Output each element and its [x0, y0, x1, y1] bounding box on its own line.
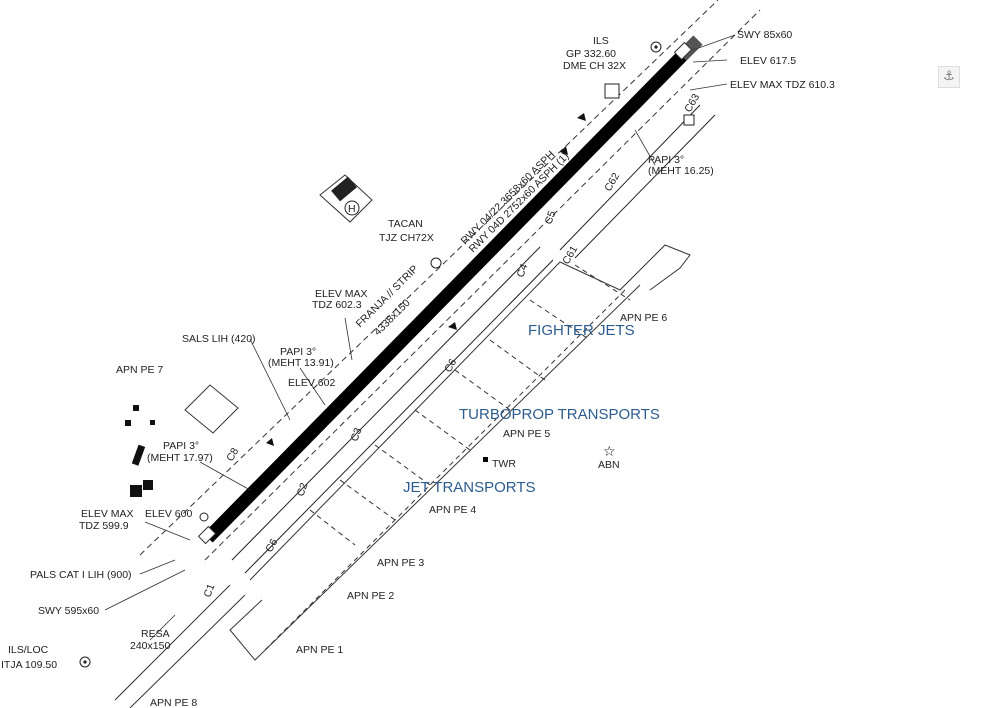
tacan-circle [430, 257, 442, 269]
label-pals: PALS CAT I LIH (900) [30, 569, 132, 581]
apron-dividers [264, 264, 631, 651]
heliport: H [319, 174, 373, 223]
label-c6b: C6 [442, 357, 459, 375]
label-elev-602: ELEV 602 [288, 377, 335, 389]
label-apn-pe8: APN PE 8 [150, 697, 197, 708]
label-papi-right: PAPI 3° [648, 154, 684, 166]
twr-marker [483, 457, 488, 462]
label-resa: RESA [141, 628, 170, 640]
parallel-taxiway [231, 104, 716, 574]
label-elev-max-602-b: TDZ 602.3 [312, 299, 362, 311]
label-dme: DME CH 32X [563, 60, 626, 72]
gp-antenna [604, 83, 620, 99]
label-swy-bottom: SWY 595x60 [38, 605, 99, 617]
label-apn-pe7: APN PE 7 [116, 364, 163, 376]
label-resa-dim: 240x150 [130, 640, 170, 652]
apron-pe7 [184, 384, 239, 434]
label-swy-top: SWY 85x60 [737, 29, 792, 41]
anchor-icon[interactable]: ⚓ [938, 66, 960, 88]
label-apn-pe3: APN PE 3 [377, 557, 424, 569]
label-twr: TWR [492, 458, 516, 470]
label-itja: ITJA 109.50 [1, 659, 57, 671]
label-c4: C4 [515, 262, 531, 279]
label-c3: C3 [349, 426, 365, 443]
label-meht-right: (MEHT 16.25) [648, 165, 714, 177]
label-apn-pe1: APN PE 1 [296, 644, 343, 656]
label-elev-600: ELEV 600 [145, 508, 192, 520]
elev-circle [199, 512, 209, 522]
label-papi-left: PAPI 3° [163, 440, 199, 452]
label-tacan: TACAN [388, 218, 423, 230]
label-apn-pe2: APN PE 2 [347, 590, 394, 602]
runway-strip [139, 0, 761, 561]
runway [203, 51, 687, 543]
label-apn-pe5: APN PE 5 [503, 428, 550, 440]
label-fighter: FIGHTER JETS [528, 322, 635, 339]
label-c2: C2 [295, 481, 311, 498]
apron-outline [229, 244, 691, 661]
label-c62: C62 [602, 171, 622, 194]
label-c8: C8 [224, 446, 241, 464]
label-abn: ABN [598, 459, 620, 471]
label-meht-left: (MEHT 17.97) [147, 452, 213, 464]
label-elev-max-599-b: TDZ 599.9 [79, 520, 129, 532]
label-c5: C5 [543, 209, 559, 226]
access-road [114, 584, 246, 708]
stopway-bottom [197, 525, 217, 545]
label-rwy-04d: RWY 04D 2752x60 ASPH (1) [467, 150, 572, 255]
label-sals: SALS LIH (420) [182, 333, 256, 345]
label-gp: GP 332.60 [566, 48, 616, 60]
label-tjz: TJZ CH72X [379, 232, 434, 244]
label-c6a: C6 [263, 537, 280, 555]
label-papi-mid: PAPI 3° [280, 346, 316, 358]
label-elev-max-610: ELEV MAX TDZ 610.3 [730, 79, 835, 91]
label-apn-pe6: APN PE 6 [620, 312, 667, 324]
taxiway-labels: C1 C2 C3 C4 C5 C6 C6 C8 C61 C62 C63 [202, 92, 703, 599]
label-turboprop: TURBOPROP TRANSPORTS [459, 406, 660, 423]
label-c63: C63 [682, 92, 702, 115]
direction-arrows [266, 113, 586, 446]
label-jet: JET TRANSPORTS [403, 479, 536, 496]
label-ils-top: ILS [593, 35, 609, 47]
label-elev-max-602-a: ELEV MAX [315, 288, 368, 300]
label-elev-max-599-a: ELEV MAX [81, 508, 134, 520]
label-elev-617: ELEV 617.5 [740, 55, 796, 67]
label-meht-mid: (MEHT 13.91) [268, 357, 334, 369]
label-c1: C1 [202, 582, 218, 599]
label-apn-pe4: APN PE 4 [429, 504, 476, 516]
leader-lines [104, 34, 736, 641]
abn-icon: ☆ [603, 444, 616, 460]
label-h: H [348, 203, 356, 215]
label-ils-loc: ILS/LOC [8, 644, 49, 656]
buildings [125, 405, 155, 497]
stopway-top [673, 41, 693, 61]
